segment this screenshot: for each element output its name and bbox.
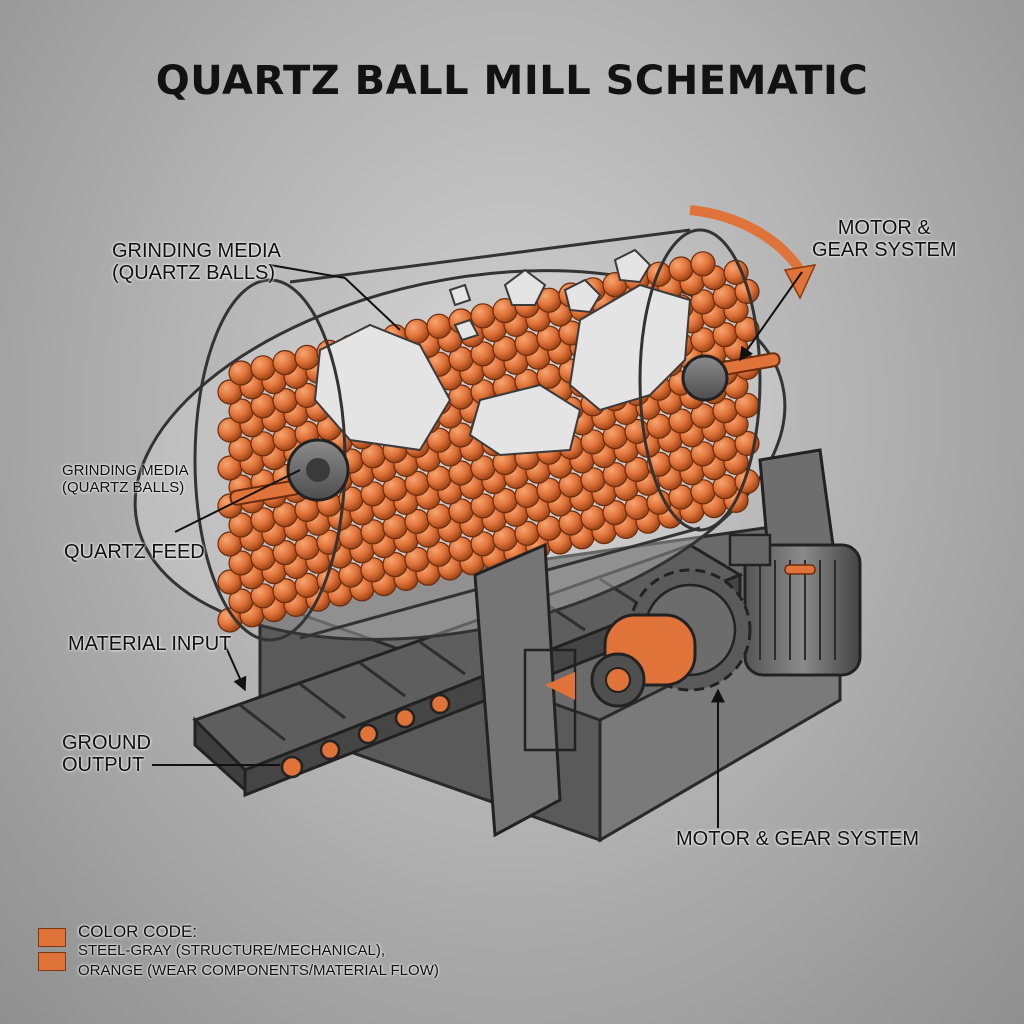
grinding-ball bbox=[228, 360, 254, 386]
label-motor-gear-bottom: MOTOR & GEAR SYSTEM bbox=[676, 828, 919, 850]
grinding-ball bbox=[734, 316, 760, 342]
label-line: GEAR SYSTEM bbox=[812, 239, 957, 262]
leader-lines bbox=[152, 264, 803, 828]
grinding-ball bbox=[294, 344, 320, 370]
motor-gear-assembly bbox=[590, 533, 862, 708]
label-line: OUTPUT bbox=[62, 754, 145, 777]
label-line: (QUARTZ BALLS) bbox=[112, 262, 275, 285]
label-motor-gear-top: MOTOR & GEAR SYSTEM bbox=[812, 217, 956, 262]
label-line: GROUND bbox=[62, 732, 151, 754]
grinding-ball bbox=[668, 256, 694, 282]
grinding-ball bbox=[426, 313, 452, 339]
label-material-input: MATERIAL INPUT bbox=[68, 633, 232, 655]
quartz-rocks bbox=[313, 248, 692, 457]
legend-swatch-orange bbox=[38, 928, 66, 947]
legend-item: STEEL-GRAY (STRUCTURE/MECHANICAL), bbox=[78, 942, 385, 959]
rotation-arrowhead bbox=[783, 264, 817, 300]
legend-heading: COLOR CODE: bbox=[78, 922, 198, 941]
legend-swatch-orange bbox=[38, 952, 66, 971]
shafts bbox=[229, 352, 781, 506]
label-ground-output: GROUND OUTPUT bbox=[62, 732, 151, 777]
rotation-arrow bbox=[689, 205, 805, 273]
legend-item: ORANGE (WEAR COMPONENTS/MATERIAL FLOW) bbox=[78, 962, 439, 979]
label-line: GRINDING MEDIA bbox=[112, 240, 281, 262]
label-line: (QUARTZ BALLS) bbox=[62, 478, 185, 496]
label-line: GRINDING MEDIA bbox=[62, 462, 189, 479]
grinding-ball bbox=[470, 303, 496, 329]
grinding-ball bbox=[690, 251, 716, 277]
label-quartz-feed: QUARTZ FEED bbox=[64, 541, 205, 563]
mill-drum bbox=[133, 228, 787, 642]
grinding-ball bbox=[250, 355, 276, 381]
label-line: MOTOR & bbox=[837, 217, 931, 239]
grinding-ball bbox=[272, 350, 298, 376]
diagram-title: QUARTZ BALL MILL SCHEMATIC bbox=[155, 58, 869, 104]
label-grinding-media-top: GRINDING MEDIA (QUARTZ BALLS) bbox=[112, 240, 281, 285]
label-grinding-media-left: GRINDING MEDIA (QUARTZ BALLS) bbox=[62, 462, 189, 497]
